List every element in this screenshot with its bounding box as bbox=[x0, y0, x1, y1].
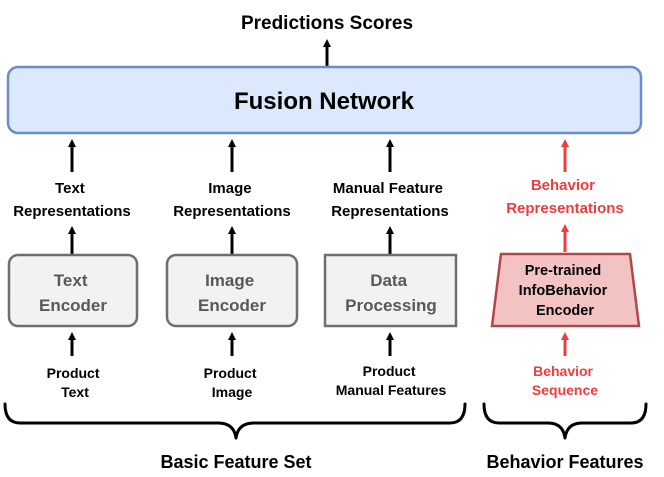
infobehavior-encoder-label: Pre-trained InfoBehavior Encoder bbox=[519, 263, 612, 319]
fusion-network-box bbox=[6, 65, 643, 135]
fusion-network-label: Fusion Network bbox=[234, 88, 415, 115]
product-text-label: Product Text bbox=[47, 365, 104, 400]
image-encoder-label: Image Encoder bbox=[198, 271, 266, 315]
text-encoder-box bbox=[7, 253, 139, 328]
manual-feature-representations-label: Manual Feature Representations bbox=[331, 180, 449, 220]
basic-feature-set-brace bbox=[3, 402, 467, 440]
behavior-representations-label: Behavior Representations bbox=[506, 177, 624, 217]
data-processing-label: Data Processing bbox=[345, 271, 437, 315]
basic-feature-set-label: Basic Feature Set bbox=[160, 452, 311, 472]
behavior-features-brace bbox=[482, 402, 648, 440]
behavior-sequence-label: Behavior Sequence bbox=[532, 363, 598, 398]
text-encoder-label: Text Encoder bbox=[39, 271, 107, 315]
infobehavior-encoder-box bbox=[490, 252, 641, 328]
image-representations-label: Image Representations bbox=[173, 180, 291, 220]
product-image-label: Product Image bbox=[204, 365, 261, 400]
image-encoder-box bbox=[165, 253, 299, 328]
behavior-features-label: Behavior Features bbox=[486, 452, 643, 472]
diagram-title: Predictions Scores bbox=[241, 13, 413, 34]
data-processing-box bbox=[323, 253, 458, 328]
product-manual-features-label: Product Manual Features bbox=[336, 363, 447, 398]
text-representations-label: Text Representations bbox=[13, 180, 131, 220]
